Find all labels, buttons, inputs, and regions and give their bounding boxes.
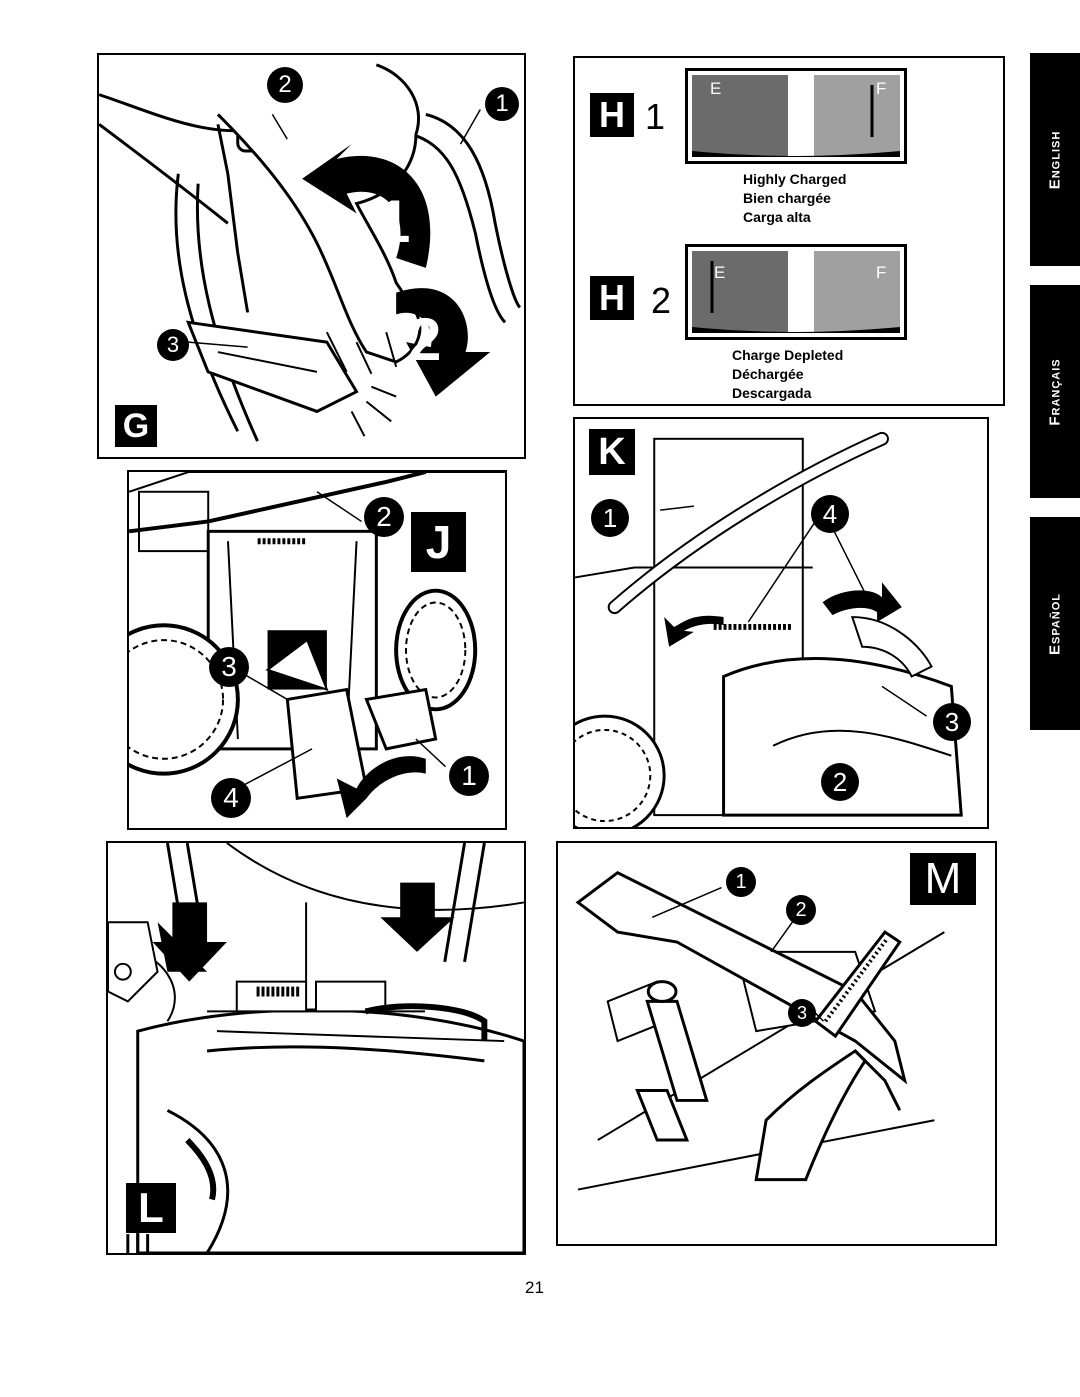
callout-3: 3 (209, 647, 249, 687)
front-wheel (394, 588, 478, 712)
mower-blade (575, 870, 908, 1085)
figure-l-panel: L (106, 841, 526, 1255)
battery-gauge-highly-charged: E F (685, 68, 907, 164)
figure-h-panel: H 1 E F Highly Charged Bien chargée Carg… (573, 56, 1005, 406)
blade-sharpening-illustration (575, 870, 945, 1191)
figure-letter-l: L (126, 1183, 176, 1233)
tab-francais[interactable]: Français (1030, 285, 1080, 498)
figure-letter-j: J (411, 512, 466, 572)
figure-k-panel: K 1 4 3 2 (573, 417, 989, 829)
tab-espanol-label: Español (1046, 592, 1064, 655)
callout-1: 1 (726, 867, 756, 897)
bag-hook-illustration (575, 431, 963, 827)
figure-letter-m: M (910, 853, 976, 905)
figure-letter-h2: H (590, 276, 634, 320)
gauge-face (692, 75, 900, 157)
bag-mount-closeup-illustration (108, 843, 524, 1253)
callout-1: 1 (485, 87, 519, 121)
figure-letter-k: K (589, 429, 635, 475)
callout-2: 2 (786, 895, 816, 925)
gauge-empty-label: E (714, 263, 726, 282)
caption-fr: Bien chargée (743, 190, 831, 206)
figure-g-panel: 1 2 2 1 3 G (97, 53, 526, 459)
caption-en: Charge Depleted (732, 347, 844, 363)
callout-2: 2 (821, 763, 859, 801)
caption-highly-charged: Highly Charged Bien chargée Carga alta (743, 170, 846, 227)
tab-francais-label: Français (1046, 357, 1064, 426)
caption-charge-depleted: Charge Depleted Déchargée Descargada (732, 346, 843, 403)
callout-3: 3 (933, 703, 971, 741)
handle-release-illustration (99, 63, 522, 442)
tab-espanol[interactable]: Español (1030, 517, 1080, 730)
callout-2: 2 (364, 497, 404, 537)
figure-h1-number: 1 (645, 96, 666, 137)
gauge-empty-label: E (710, 79, 722, 98)
step-2-number: 2 (408, 306, 442, 373)
figure-j-panel: 2 J 3 4 1 (127, 470, 507, 830)
caption-es: Carga alta (743, 209, 811, 225)
caption-en: Highly Charged (743, 171, 847, 187)
tab-english[interactable]: English (1030, 53, 1080, 266)
figure-letter-g: G (115, 405, 157, 447)
callout-4: 4 (811, 495, 849, 533)
callout-4: 4 (211, 778, 251, 818)
gauge-full-label: F (876, 79, 887, 98)
callout-2: 2 (267, 67, 303, 103)
gauge-face (692, 251, 900, 333)
rear-wheel (575, 714, 666, 827)
figure-letter-h1: H (590, 93, 634, 137)
step-1-number: 1 (377, 188, 411, 255)
callout-3: 3 (788, 999, 816, 1027)
caption-fr: Déchargée (732, 366, 804, 382)
callout-3: 3 (157, 329, 189, 361)
caption-es: Descargada (732, 385, 812, 401)
callout-1: 1 (591, 499, 629, 537)
page-number: 21 (525, 1278, 544, 1297)
file-tool (813, 930, 902, 1039)
down-arrow-left (152, 902, 227, 982)
callout-1: 1 (449, 756, 489, 796)
figure-h2-number: 2 (651, 280, 672, 321)
battery-gauge-charge-depleted: E F (685, 244, 907, 340)
gauge-full-label: F (876, 263, 887, 282)
figure-m-panel: 1 2 3 M (556, 841, 997, 1246)
down-arrow-right (380, 882, 455, 952)
tab-english-label: English (1046, 130, 1064, 189)
